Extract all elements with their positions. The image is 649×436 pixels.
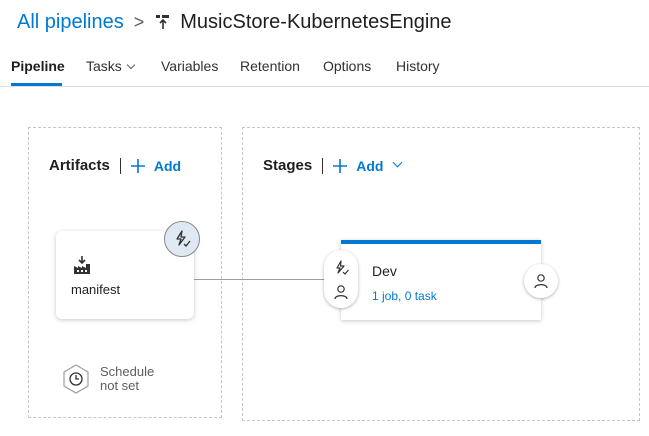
artifact-name: manifest	[71, 282, 121, 297]
schedule-line-2: not set	[100, 378, 140, 393]
post-deployment-approvers-button[interactable]	[524, 264, 558, 298]
divider	[322, 157, 324, 174]
tab-pipeline[interactable]: Pipeline	[11, 58, 65, 74]
chevron-down-icon	[392, 157, 403, 168]
artifact-stage-connector	[194, 279, 324, 280]
tab-tasks[interactable]: Tasks	[86, 58, 136, 74]
tab-history[interactable]: History	[396, 58, 440, 74]
build-artifact-icon	[74, 256, 90, 274]
tab-variables[interactable]: Variables	[161, 58, 219, 74]
user-icon	[534, 274, 548, 289]
pre-deployment-trigger-icon[interactable]	[333, 260, 349, 276]
add-artifact-label: Add	[153, 157, 182, 174]
breadcrumb: All pipelines > MusicStore-KubernetesEng…	[17, 9, 452, 35]
schedule-trigger[interactable]: Schedule not set	[60, 363, 154, 395]
release-pipeline-icon	[154, 13, 172, 31]
tab-tasks-label: Tasks	[86, 58, 122, 74]
plus-icon	[130, 158, 145, 173]
plus-icon	[333, 158, 348, 173]
stages-header: Stages Add	[263, 157, 403, 174]
pre-deployment-approvers-icon[interactable]	[333, 284, 349, 300]
page-title: MusicStore-KubernetesEngine	[180, 10, 452, 33]
artifacts-panel: Artifacts Add	[28, 127, 222, 418]
divider	[119, 157, 121, 174]
add-stage-label: Add	[356, 157, 384, 174]
artifacts-header: Artifacts Add	[49, 157, 181, 174]
pre-deployment-conditions	[324, 250, 358, 308]
clock-icon	[63, 364, 89, 394]
stage-name: Dev	[372, 263, 397, 279]
schedule-label: Schedule not set	[100, 365, 154, 393]
stage-tasks-link[interactable]: 1 job, 0 task	[372, 289, 437, 303]
breadcrumb-separator: >	[133, 11, 145, 32]
all-pipelines-link[interactable]: All pipelines	[17, 10, 124, 33]
stages-panel: Stages Add	[242, 127, 640, 421]
artifacts-heading: Artifacts	[49, 157, 110, 174]
tab-options[interactable]: Options	[323, 58, 372, 74]
stages-heading: Stages	[263, 157, 313, 174]
stage-card-dev[interactable]: Dev 1 job, 0 task	[341, 240, 541, 320]
lightning-trigger-icon	[176, 230, 191, 247]
tab-retention[interactable]: Retention	[240, 58, 300, 74]
add-stage-button[interactable]: Add	[333, 157, 403, 174]
add-artifact-button[interactable]: Add	[130, 157, 182, 174]
chevron-down-icon	[126, 60, 136, 70]
tab-bar: Pipeline Tasks Variables Retention Optio…	[0, 48, 649, 87]
schedule-line-1: Schedule	[100, 364, 155, 379]
active-tab-indicator	[11, 83, 62, 86]
continuous-deployment-trigger-button[interactable]	[164, 221, 200, 257]
